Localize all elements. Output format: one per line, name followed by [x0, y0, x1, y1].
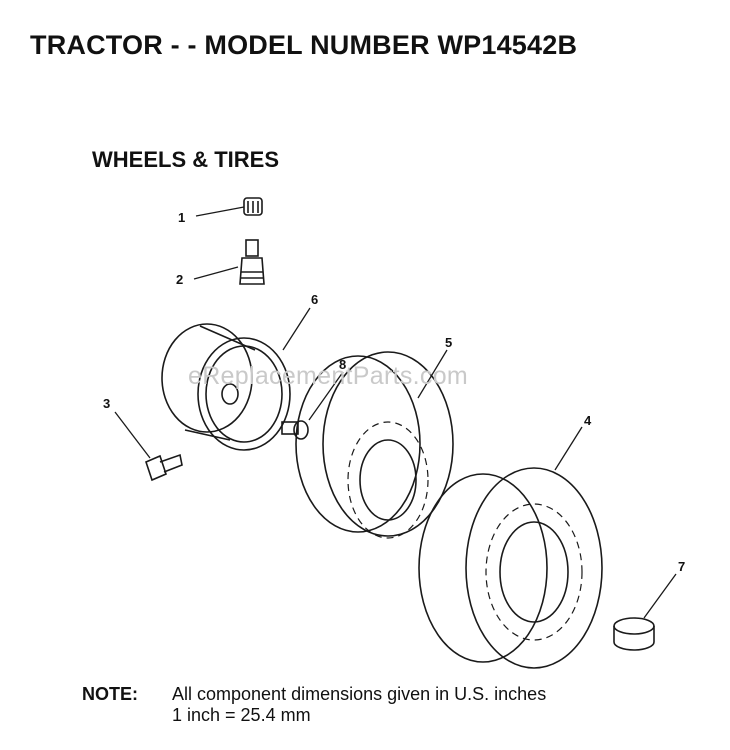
- callout-5: 5: [445, 335, 453, 350]
- callout-8: 8: [339, 357, 347, 372]
- part-2-valve-stem: [193, 239, 265, 285]
- part-5-tire: [295, 349, 454, 539]
- note-line-1: All component dimensions given in U.S. i…: [172, 684, 547, 704]
- note-label: NOTE:: [82, 684, 138, 704]
- diagram-title: TRACTOR - - MODEL NUMBER WP14542B: [30, 30, 578, 60]
- callout-4: 4: [584, 413, 592, 428]
- callout-3: 3: [103, 396, 111, 411]
- part-4-tire: [418, 426, 603, 669]
- callout-6: 6: [311, 292, 319, 307]
- callout-2: 2: [176, 272, 184, 287]
- part-7-hub-cap: [613, 573, 677, 651]
- callout-1: 1: [178, 210, 186, 225]
- section-title: WHEELS & TIRES: [92, 147, 280, 172]
- note-line-2: 1 inch = 25.4 mm: [172, 705, 311, 725]
- watermark-text: eReplacementParts.com: [188, 362, 469, 390]
- note-block: NOTE: All component dimensions given in …: [82, 684, 546, 725]
- callout-7: 7: [678, 559, 686, 574]
- part-8-spacer: [281, 371, 344, 440]
- part-1-valve-cap: [195, 197, 263, 217]
- part-3-bolt: [114, 411, 183, 482]
- part-6-wheel-rim: [161, 307, 311, 451]
